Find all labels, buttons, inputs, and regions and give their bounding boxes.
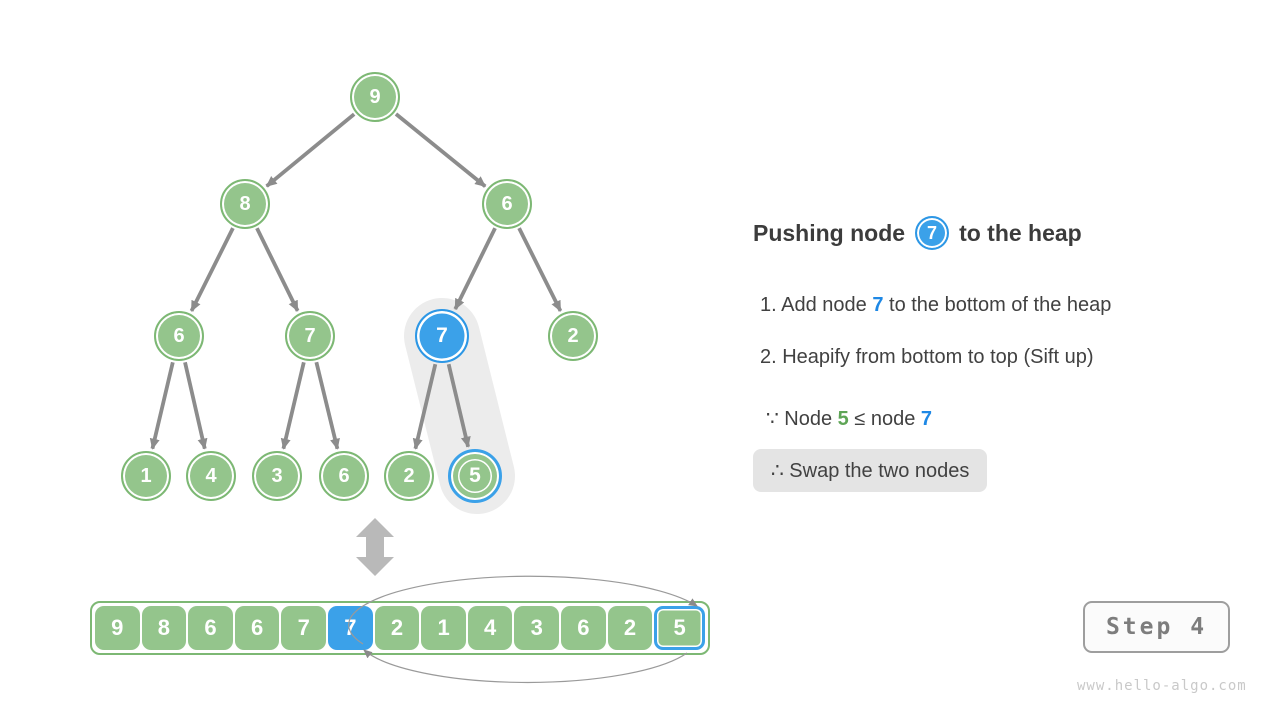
step-1-text: 1. Add node 7 to the bottom of the heap <box>760 294 1111 317</box>
tree-node: 8 <box>220 179 270 229</box>
title-pre: Pushing node <box>753 219 906 246</box>
array-cell: 2 <box>607 606 653 650</box>
tree-node: 1 <box>121 451 171 501</box>
watermark: www.hello-algo.com <box>1077 678 1247 694</box>
step-1-post: to the bottom of the heap <box>883 294 1112 316</box>
panel-title: Pushing node 7 to the heap <box>753 214 1082 252</box>
tree-node: 9 <box>350 72 400 122</box>
array-cell: 8 <box>141 606 187 650</box>
because-node-5: 5 <box>837 408 849 430</box>
therefore-box: ∴ Swap the two nodes <box>753 449 988 492</box>
because-pre: ∵ Node <box>766 408 838 430</box>
tree-node: 7 <box>285 311 335 361</box>
tree-node: 2 <box>384 451 434 501</box>
tree-node: 3 <box>252 451 302 501</box>
array-cell: 3 <box>514 606 560 650</box>
step-badge: Step 4 <box>1083 601 1230 653</box>
array-cell: 4 <box>467 606 513 650</box>
array-cell: 1 <box>421 606 466 650</box>
title-node-7-badge: 7 <box>915 216 950 250</box>
array-cell: 9 <box>95 606 140 650</box>
step-1-pre: 1. Add node <box>760 294 873 316</box>
tree-node: 2 <box>548 311 598 361</box>
tree-node: 6 <box>154 311 204 361</box>
because-line: ∵ Node 5 ≤ node 7 <box>766 406 932 431</box>
array-cell: 6 <box>234 606 280 650</box>
array-cell: 7 <box>328 606 373 650</box>
title-post: to the heap <box>959 219 1082 246</box>
step-2-text: 2. Heapify from bottom to top (Sift up) <box>760 346 1094 368</box>
array-cell: 6 <box>188 606 233 650</box>
array-cell: 5 <box>654 606 705 650</box>
tree-node: 4 <box>186 451 236 501</box>
array-cell: 6 <box>561 606 606 650</box>
because-mid: ≤ node <box>848 408 921 430</box>
tree-node: 7 <box>415 309 469 363</box>
array-cell: 7 <box>281 606 327 650</box>
tree-node: 6 <box>319 451 369 501</box>
array-cell: 2 <box>374 606 420 650</box>
step-1-node-7: 7 <box>872 294 884 316</box>
because-node-7: 7 <box>920 408 933 430</box>
tree-node: 6 <box>482 179 532 229</box>
tree-node: 5 <box>448 449 502 503</box>
